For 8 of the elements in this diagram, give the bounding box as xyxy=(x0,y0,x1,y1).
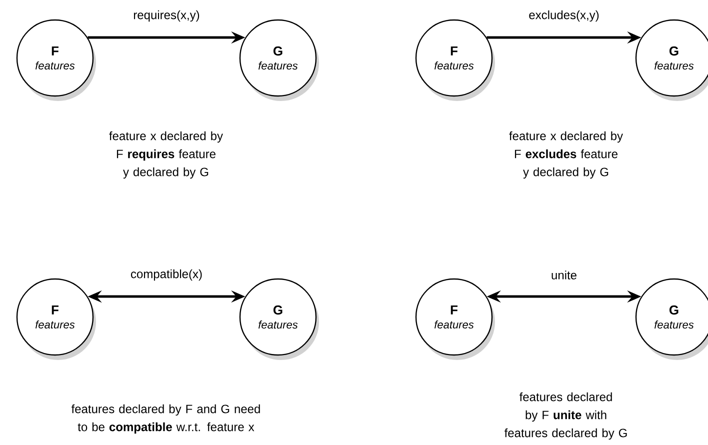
edge-label: unite xyxy=(552,270,576,280)
edge-label: requires(x,y) xyxy=(134,10,200,22)
description-text: features declared by F unite with features declared by G xyxy=(504,392,627,440)
description-text: features declared by F and G need to be compatible w.r.t. feature x xyxy=(71,404,260,434)
edge-label: excludes(x,y) xyxy=(529,10,599,22)
edge-label: compatible(x) xyxy=(131,269,202,281)
description-text: feature x declared by F excludes feature y declared by G xyxy=(509,131,623,179)
description-text: feature x declared by F requires feature y declared by G xyxy=(109,131,223,179)
